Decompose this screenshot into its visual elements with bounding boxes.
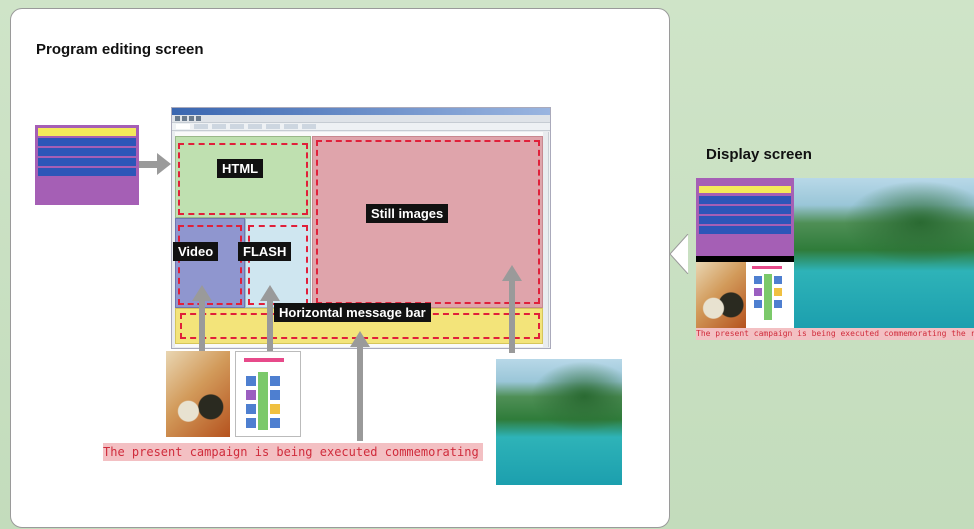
editor-tab[interactable]	[230, 124, 244, 129]
doc-block	[270, 404, 280, 414]
video-zone-border	[178, 225, 242, 305]
doc-block	[270, 390, 280, 400]
editor-tabs	[172, 123, 550, 131]
flash-zone[interactable]	[245, 218, 311, 308]
flash-zone-label: FLASH	[238, 242, 292, 261]
editor-tab[interactable]	[266, 124, 280, 129]
html-arrow-head-icon	[157, 153, 171, 175]
toolbar-button[interactable]	[196, 116, 201, 121]
display-message-bar: The present campaign is being executed c…	[696, 328, 974, 340]
display-doc-block	[774, 300, 782, 308]
thumb-header	[38, 128, 136, 136]
toolbar-button[interactable]	[189, 116, 194, 121]
doc-block	[246, 404, 256, 414]
still-source-image	[496, 359, 622, 485]
display-thumb-row	[699, 196, 791, 204]
display-thumb-header	[699, 186, 791, 193]
doc-bar	[258, 372, 268, 430]
message-bar-zone-label: Horizontal message bar	[274, 303, 431, 322]
program-editing-title: Program editing screen	[36, 41, 204, 58]
message-source-text: The present campaign is being executed c…	[103, 443, 483, 461]
thumb-row	[38, 148, 136, 156]
display-doc-block	[754, 276, 762, 284]
html-zone-border	[178, 143, 308, 215]
display-doc-block	[774, 276, 782, 284]
still-arrow-head-icon	[502, 265, 522, 281]
display-still-area	[794, 178, 974, 328]
thumb-row	[38, 168, 136, 176]
message-arrow-shaft	[357, 345, 363, 441]
doc-block	[246, 390, 256, 400]
video-arrow-head-icon	[192, 285, 212, 301]
thumb-row	[38, 158, 136, 166]
toolbar-button[interactable]	[175, 116, 180, 121]
message-arrow-head-icon	[350, 331, 370, 347]
toolbar-button[interactable]	[182, 116, 187, 121]
doc-block	[246, 376, 256, 386]
still-images-zone-label: Still images	[366, 204, 449, 223]
display-doc-block	[774, 288, 782, 296]
editor-tab[interactable]	[212, 124, 226, 129]
video-zone[interactable]	[175, 218, 245, 308]
html-source-thumbnail	[35, 125, 139, 205]
doc-block	[246, 418, 256, 428]
display-doc-bar	[764, 274, 772, 320]
html-zone-label: HTML	[217, 159, 264, 178]
display-doc-header	[752, 266, 782, 269]
flash-source-document	[235, 351, 301, 437]
properties-panel	[548, 132, 550, 347]
video-zone-label: Video	[173, 242, 219, 261]
video-source-image	[166, 351, 230, 437]
doc-header	[244, 358, 284, 362]
program-editing-panel: Program editing screen	[10, 8, 670, 528]
callout-pointer-icon	[669, 234, 689, 274]
display-screen: The present campaign is being executed c…	[696, 178, 974, 340]
editor-tab[interactable]	[284, 124, 298, 129]
display-screen-title: Display screen	[706, 146, 812, 163]
flash-arrow-shaft	[267, 299, 273, 353]
display-doc-block	[754, 288, 762, 296]
display-thumb-row	[699, 226, 791, 234]
display-thumb-row	[699, 216, 791, 224]
display-thumb-row	[699, 206, 791, 214]
still-arrow-shaft	[509, 279, 515, 353]
doc-block	[270, 418, 280, 428]
display-flash-area	[746, 262, 794, 328]
editor-tab[interactable]	[302, 124, 316, 129]
flash-arrow-head-icon	[260, 285, 280, 301]
video-arrow-shaft	[199, 299, 205, 353]
doc-block	[270, 376, 280, 386]
display-doc-block	[754, 300, 762, 308]
editor-toolbar	[172, 115, 550, 123]
editor-tab[interactable]	[248, 124, 262, 129]
editor-tab[interactable]	[176, 124, 190, 129]
thumb-row	[38, 138, 136, 146]
html-arrow-shaft	[139, 161, 161, 168]
editor-titlebar	[172, 108, 550, 115]
display-video-area	[696, 262, 746, 328]
editor-tab[interactable]	[194, 124, 208, 129]
display-html-area	[696, 178, 794, 256]
